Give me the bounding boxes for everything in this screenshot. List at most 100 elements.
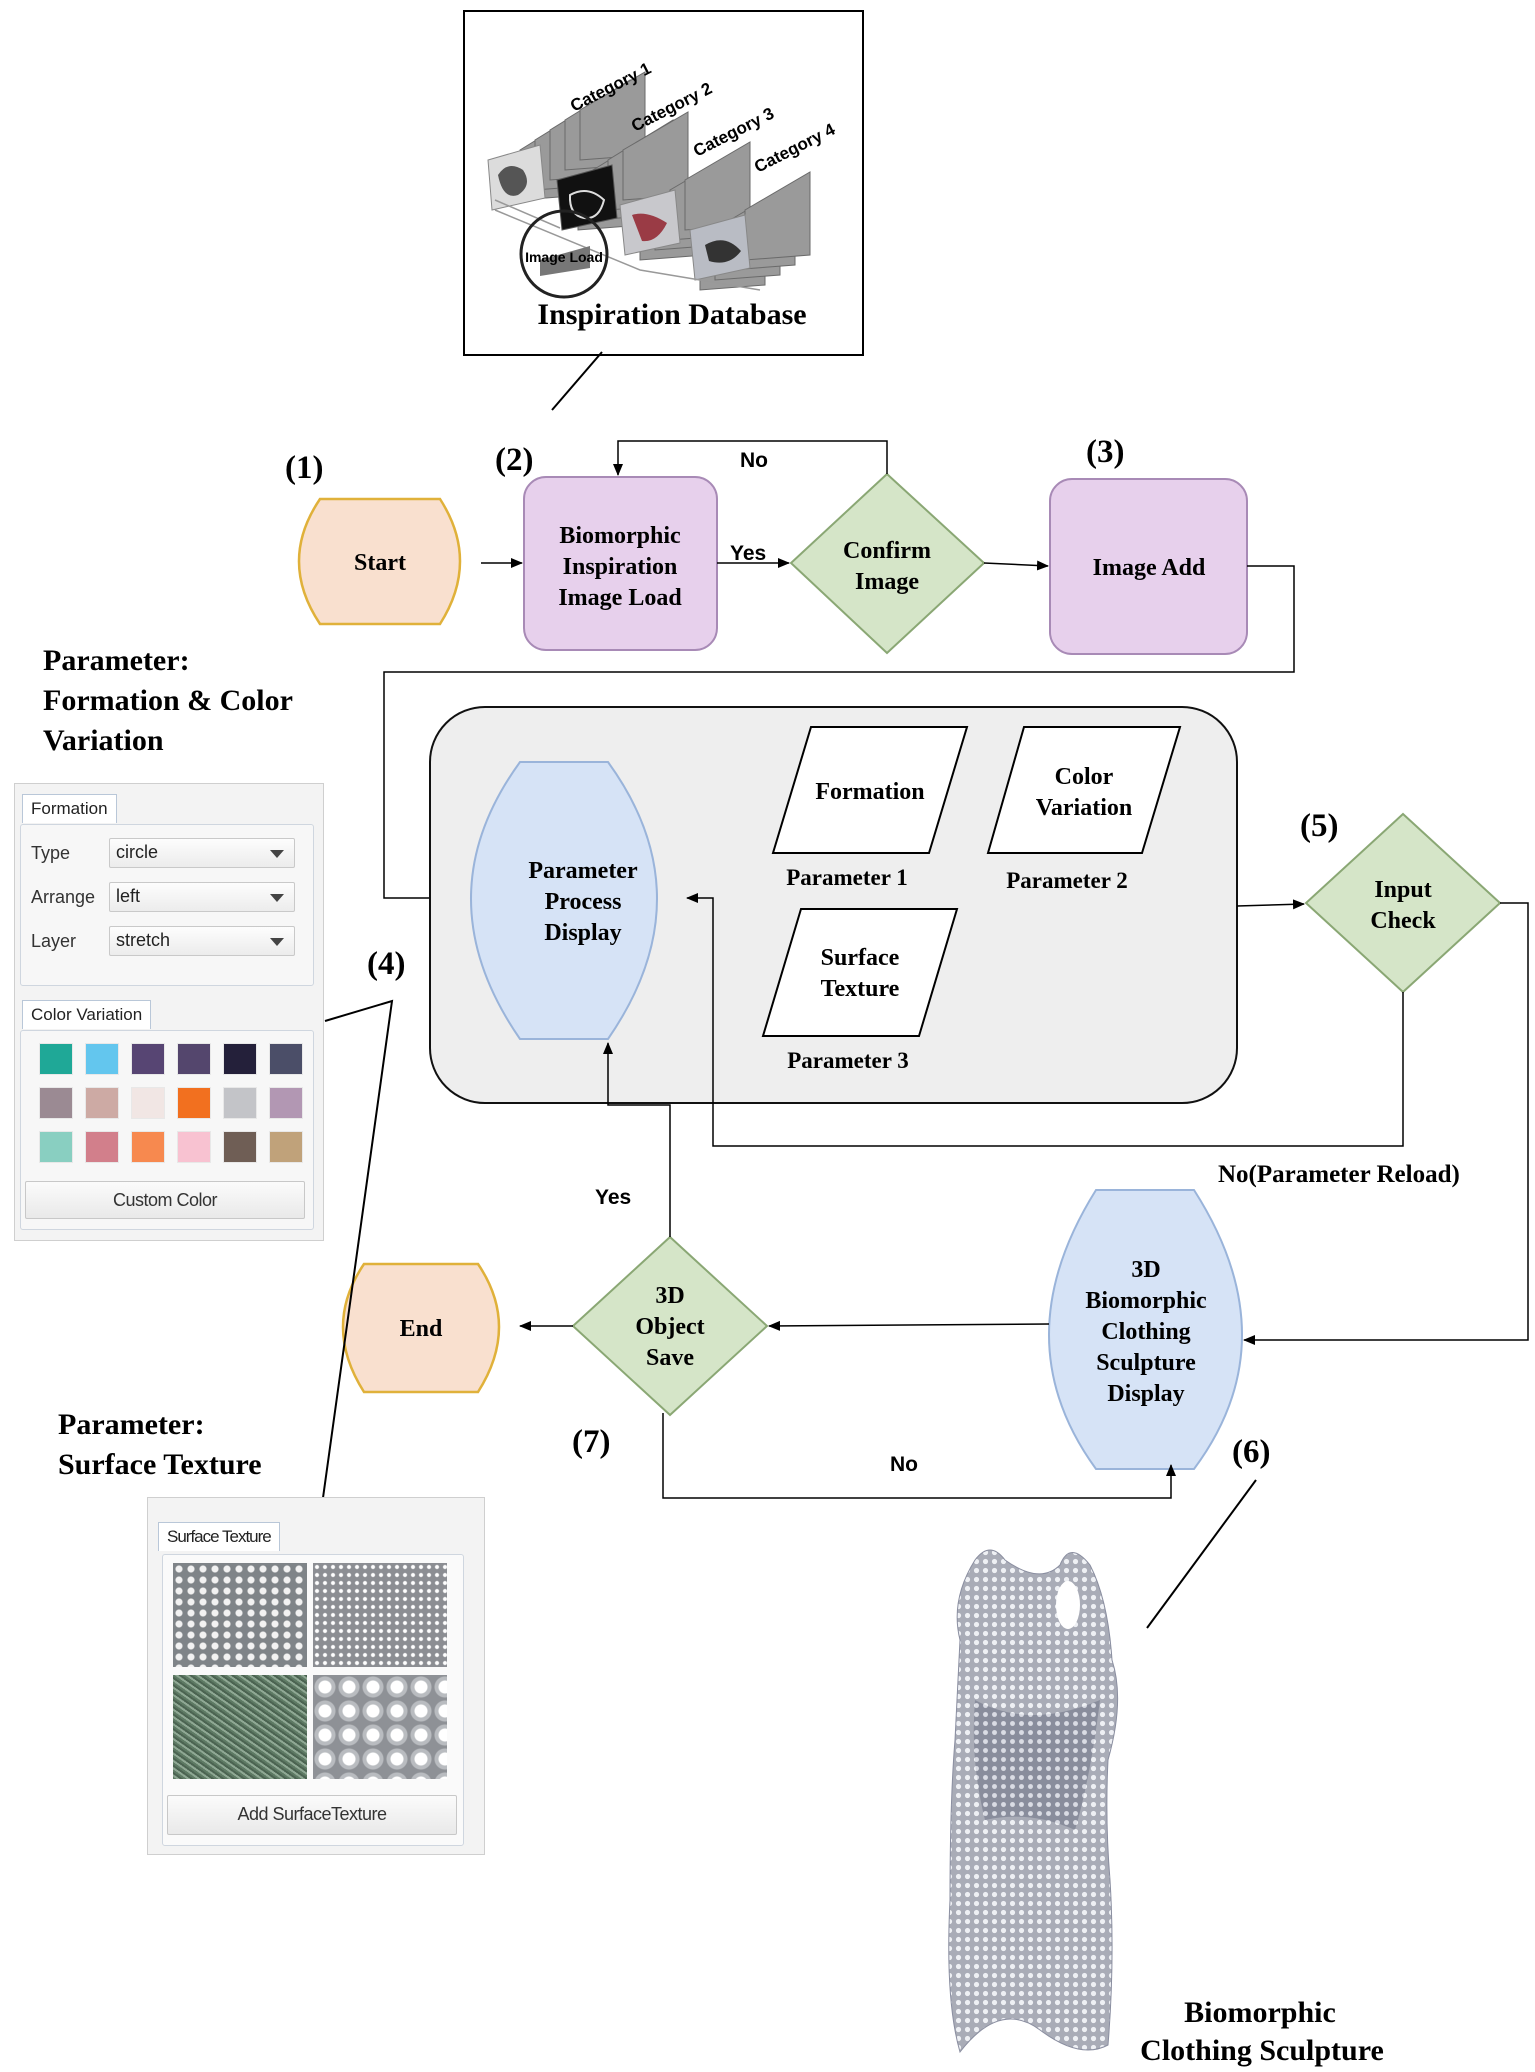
- formation-color-title: Formation & Color: [43, 684, 293, 717]
- svg-text:Parameter 1: Parameter 1: [786, 865, 908, 890]
- color-swatch[interactable]: [85, 1131, 119, 1163]
- color-swatch[interactable]: [39, 1087, 73, 1119]
- image-load-node: Biomorphic Inspiration Image Load: [523, 476, 718, 651]
- edge-label-yes: Yes: [730, 542, 766, 565]
- type-label: Type: [31, 843, 71, 863]
- color-swatch[interactable]: [39, 1043, 73, 1075]
- color-variation-group: Custom Color: [20, 1030, 314, 1230]
- formation-parameter: Formation Parameter 1: [771, 726, 969, 890]
- texture-pebbles[interactable]: [313, 1563, 447, 1667]
- svg-text:Clothing: Clothing: [1101, 1319, 1190, 1345]
- step-number: (4): [367, 946, 405, 982]
- svg-text:Formation: Formation: [815, 779, 924, 805]
- parameter-process-display-node: Parameter Process Display: [470, 761, 658, 1040]
- svg-text:End: End: [400, 1316, 443, 1342]
- end-node: End: [341, 1262, 501, 1394]
- step-number: (2): [495, 442, 533, 478]
- edge-label-no: No: [740, 449, 768, 472]
- svg-text:Parameter 3: Parameter 3: [787, 1048, 909, 1073]
- color-swatch[interactable]: [177, 1043, 211, 1075]
- edge-label-no-reload: No(Parameter Reload): [1218, 1161, 1460, 1188]
- color-swatch[interactable]: [223, 1043, 257, 1075]
- color-swatch[interactable]: [131, 1087, 165, 1119]
- tab-formation[interactable]: Formation: [22, 794, 117, 823]
- image-add-node: Image Add: [1049, 478, 1248, 655]
- svg-text:Save: Save: [646, 1345, 694, 1371]
- svg-text:Color: Color: [1055, 764, 1114, 790]
- texture-bubbles[interactable]: [313, 1675, 447, 1779]
- color-swatch[interactable]: [269, 1087, 303, 1119]
- svg-text:Surface: Surface: [821, 945, 900, 971]
- color-swatch[interactable]: [223, 1131, 257, 1163]
- tab-color-variation[interactable]: Color Variation: [22, 1000, 152, 1029]
- svg-text:Image Add: Image Add: [1093, 555, 1206, 581]
- svg-text:Image: Image: [855, 569, 919, 595]
- color-swatch[interactable]: [269, 1043, 303, 1075]
- sculpture-display-node: 3D Biomorphic Clothing Sculpture Display: [1048, 1189, 1243, 1470]
- svg-text:Parameter: Parameter: [528, 858, 638, 884]
- tab-surface-texture[interactable]: Surface Texture: [158, 1522, 280, 1551]
- svg-text:3D: 3D: [655, 1283, 684, 1309]
- svg-text:Object: Object: [635, 1314, 704, 1340]
- svg-text:Process: Process: [545, 889, 622, 915]
- step-number: (5): [1300, 808, 1338, 844]
- svg-text:Texture: Texture: [821, 976, 900, 1002]
- arrange-select[interactable]: left: [109, 882, 295, 912]
- svg-text:Display: Display: [544, 920, 621, 946]
- formation-color-title: Parameter:: [43, 644, 190, 677]
- color-swatch[interactable]: [177, 1087, 211, 1119]
- layer-label: Layer: [31, 931, 77, 951]
- color-swatch[interactable]: [223, 1087, 257, 1119]
- arrange-value: left: [116, 886, 141, 906]
- step-number: (3): [1086, 434, 1124, 470]
- input-check-node: Input Check: [1304, 812, 1502, 994]
- texture-scales[interactable]: [173, 1563, 307, 1667]
- color-swatch[interactable]: [177, 1131, 211, 1163]
- color-swatch[interactable]: [85, 1087, 119, 1119]
- formation-group: Type circle Arrange left Layer stretch: [20, 824, 314, 986]
- color-variation-parameter: Color Variation Parameter 2: [986, 726, 1182, 893]
- type-select[interactable]: circle: [109, 838, 295, 868]
- svg-text:Start: Start: [354, 550, 406, 576]
- edge-label-no-bottom: No: [890, 1453, 918, 1476]
- svg-text:Sculpture: Sculpture: [1096, 1350, 1196, 1376]
- layer-select[interactable]: stretch: [109, 926, 295, 956]
- confirm-image-node: Confirm Image: [789, 472, 986, 655]
- svg-text:Inspiration: Inspiration: [563, 554, 678, 580]
- color-swatch[interactable]: [131, 1043, 165, 1075]
- texture-group: Add SurfaceTexture: [162, 1554, 464, 1846]
- surface-texture-title: Surface Texture: [58, 1448, 262, 1481]
- object-save-node: 3D Object Save: [571, 1235, 769, 1417]
- texture-fur[interactable]: [173, 1675, 307, 1779]
- svg-text:Parameter 2: Parameter 2: [1006, 868, 1128, 893]
- sculpture-title: Biomorphic: [1184, 1996, 1336, 2029]
- layer-value: stretch: [116, 930, 171, 950]
- svg-text:Image Load: Image Load: [558, 585, 682, 611]
- formation-color-title: Variation: [43, 724, 164, 757]
- edge-label-yes-save: Yes: [595, 1186, 631, 1209]
- chevron-down-icon: [270, 894, 284, 902]
- custom-color-button[interactable]: Custom Color: [25, 1181, 305, 1219]
- color-swatch[interactable]: [85, 1043, 119, 1075]
- step-number: (1): [285, 450, 323, 486]
- surface-texture-parameter: Surface Texture Parameter 3: [761, 908, 959, 1073]
- add-surface-texture-button[interactable]: Add SurfaceTexture: [167, 1795, 457, 1835]
- svg-text:Confirm: Confirm: [843, 538, 931, 564]
- color-swatch[interactable]: [269, 1131, 303, 1163]
- inspiration-database: Image Load Category 1 Category 2 Categor…: [463, 10, 864, 356]
- sculpture-title: Clothing Sculpture: [1140, 2034, 1384, 2067]
- database-title: Inspiration Database: [537, 298, 806, 331]
- svg-text:Input: Input: [1374, 877, 1431, 903]
- svg-text:Check: Check: [1370, 908, 1436, 934]
- surface-texture-panel: Surface Texture Add SurfaceTexture: [147, 1497, 485, 1855]
- chevron-down-icon: [270, 850, 284, 858]
- step-number: (7): [572, 1424, 610, 1460]
- color-swatch[interactable]: [39, 1131, 73, 1163]
- color-swatch[interactable]: [131, 1131, 165, 1163]
- start-node: Start: [297, 497, 462, 626]
- type-value: circle: [116, 842, 159, 862]
- svg-text:Biomorphic: Biomorphic: [559, 523, 681, 549]
- category-stacks: Image Load Category 1 Category 2 Categor…: [487, 59, 839, 299]
- arrange-label: Arrange: [31, 887, 96, 907]
